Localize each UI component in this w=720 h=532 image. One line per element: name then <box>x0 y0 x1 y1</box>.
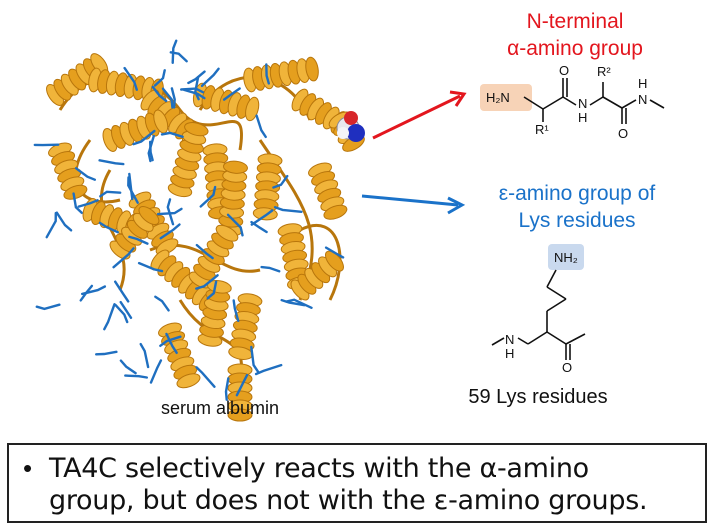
nterminal-peptide-structure <box>480 78 665 124</box>
carbonyl-o-2: O <box>618 126 628 141</box>
figure: H₂N O R¹ N H R² O H N NH₂ N H O <box>33 39 665 422</box>
lys-count-label: 59 Lys residues <box>468 386 608 408</box>
summary-line-1: TA4C selectively reacts with the α-amino <box>49 453 589 484</box>
lysine-title-line-2: Lys residues <box>518 209 636 232</box>
lysine-title: ε-amino group of Lys residues <box>452 180 702 234</box>
lysine-h-label: H <box>505 346 514 361</box>
lysine-title-line-1: ε-amino group of <box>498 182 656 205</box>
lysine-nh2-highlight <box>548 244 584 270</box>
r1-label: R¹ <box>535 122 549 137</box>
r2-label: R² <box>597 64 611 79</box>
amide-n-1: N <box>578 96 587 111</box>
lys-side-chains <box>33 39 345 401</box>
serum-albumin-structure <box>33 39 365 422</box>
lysine-nh2-label: NH₂ <box>554 250 578 265</box>
amide-n-2: N <box>638 92 647 107</box>
lysine-o-label: O <box>562 360 572 375</box>
summary-line-2: group, but does not with the ε-amino gro… <box>49 485 648 516</box>
carbonyl-o-1: O <box>559 63 569 78</box>
arrow-to-nterminal <box>372 90 467 140</box>
nterminal-title-line-2: α-amino group <box>507 37 643 60</box>
lysine-labels: NH₂ N H O <box>505 250 578 375</box>
arrow-to-lysine <box>361 194 466 215</box>
amide-h-1: H <box>578 110 587 125</box>
nterminal-title: N-terminal α-amino group <box>470 8 680 62</box>
protein-label: serum albumin <box>160 398 280 418</box>
lysine-n-label: N <box>505 332 514 347</box>
nterminal-spheres <box>336 111 365 142</box>
lysine-structure <box>491 244 586 360</box>
nterminal-highlight <box>480 84 532 111</box>
nterminal-peptide-labels: H₂N O R¹ N H R² O H N <box>486 63 647 141</box>
summary-box: • TA4C selectively reacts with the α-ami… <box>7 443 707 523</box>
summary-bullet: • <box>23 453 33 483</box>
nterminal-title-line-1: N-terminal <box>526 10 624 33</box>
amide-h-2: H <box>638 76 647 91</box>
h2n-label: H₂N <box>486 90 510 105</box>
ribbon-helices <box>46 53 365 422</box>
